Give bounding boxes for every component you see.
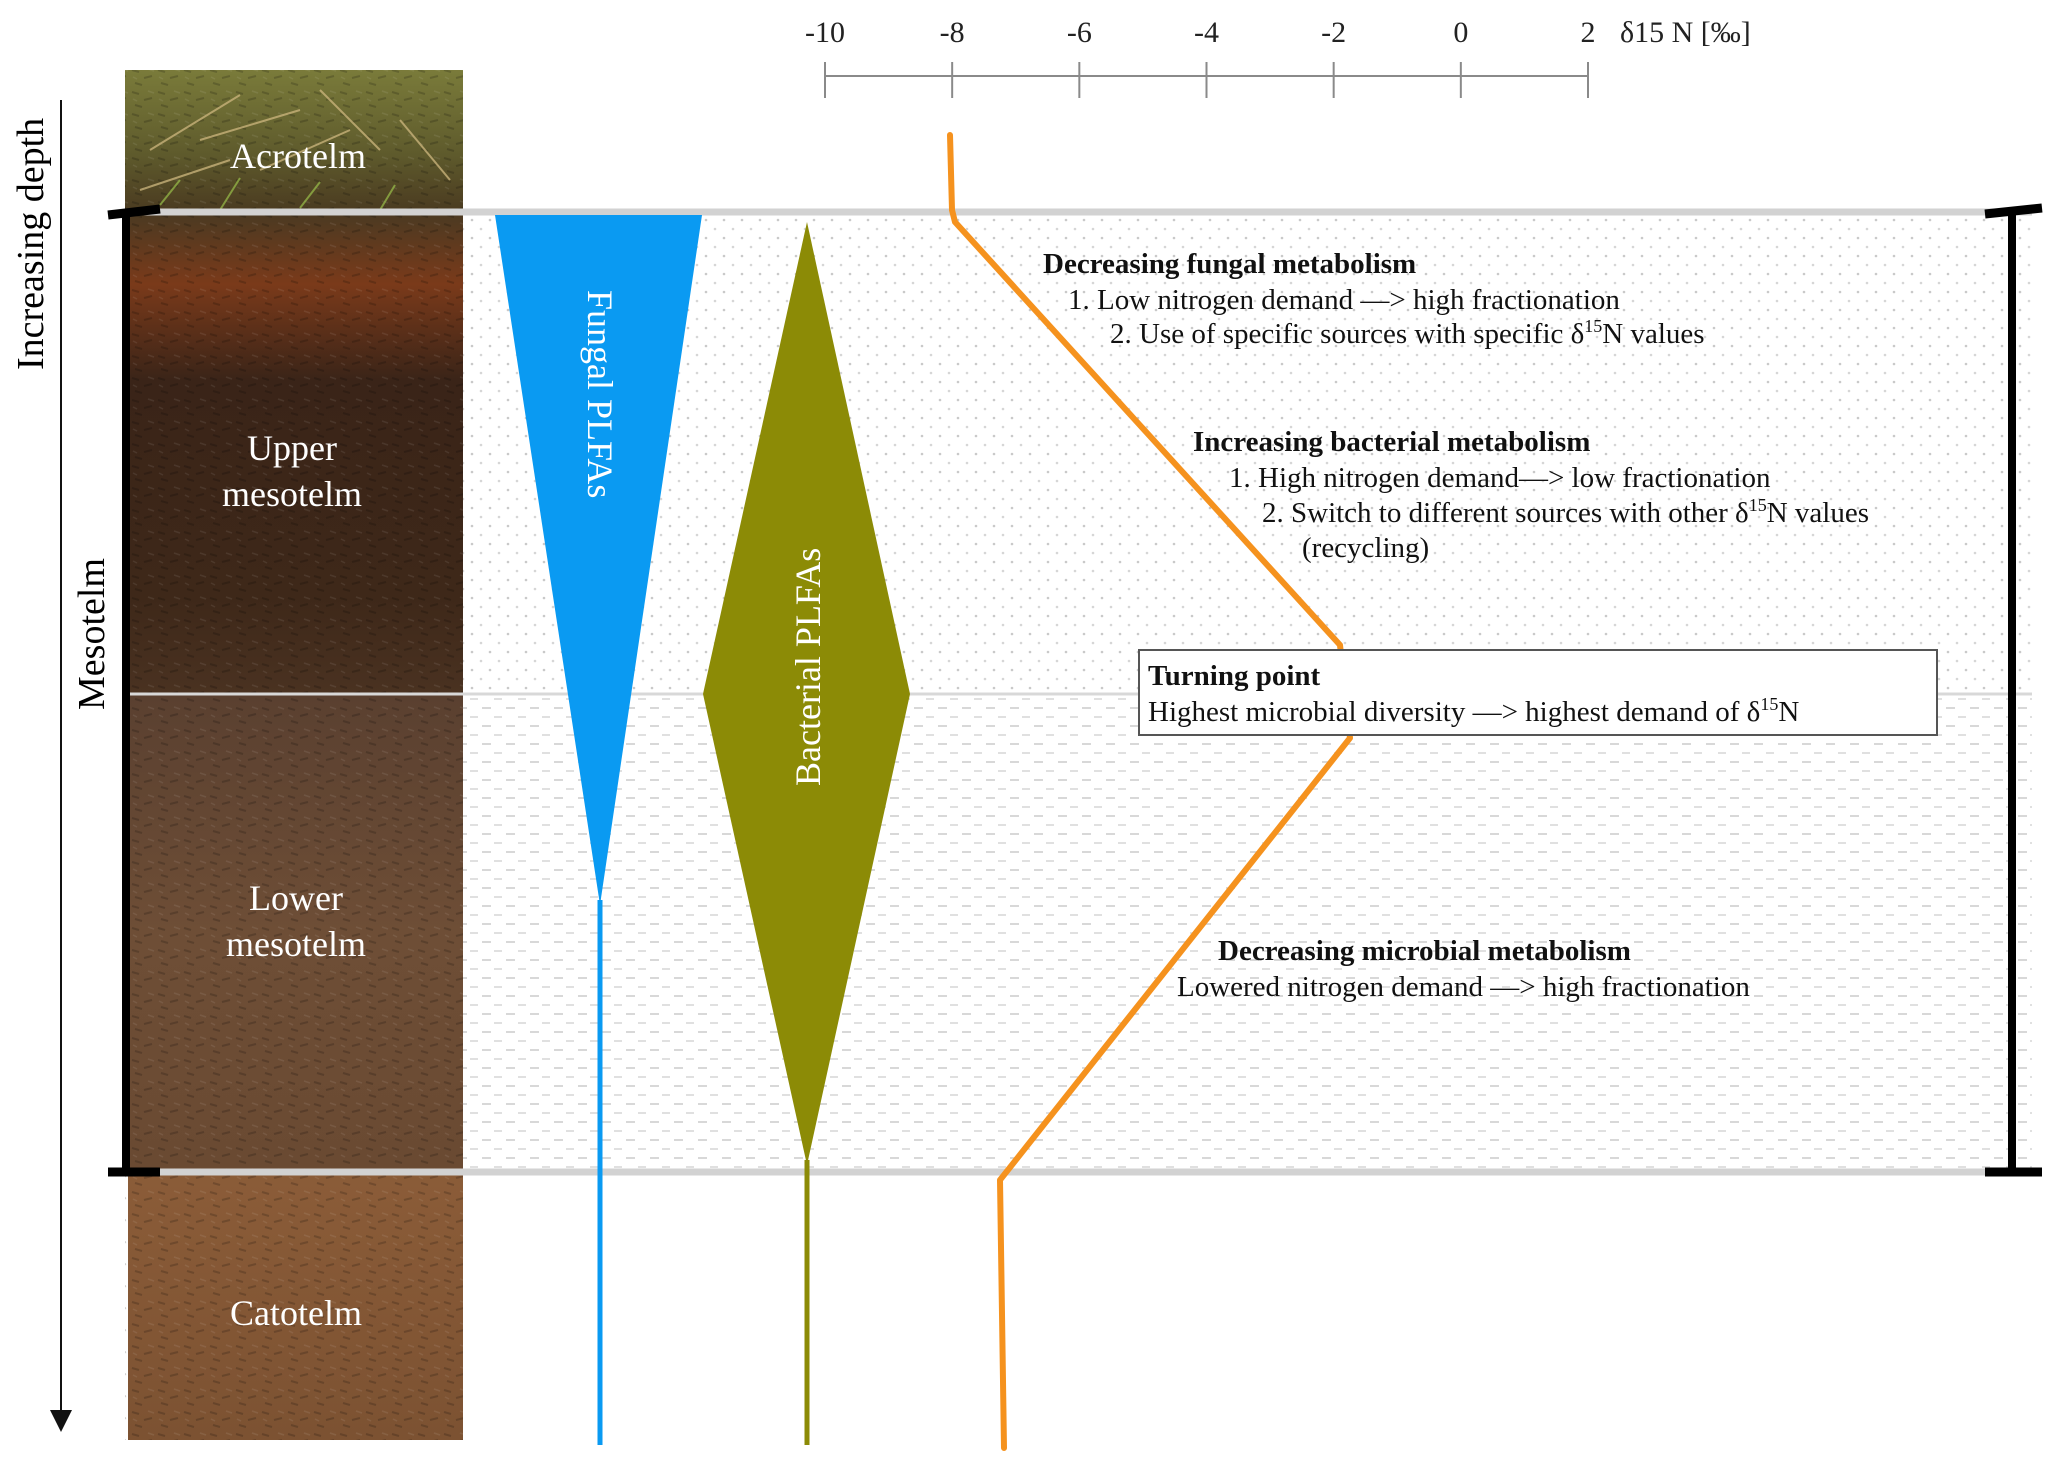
layer-label-lower-2: mesotelm xyxy=(226,924,366,964)
bacterial-annotation-line3: (recycling) xyxy=(1302,532,1429,564)
turning-point-box: Turning point Highest microbial diversit… xyxy=(1138,649,1938,736)
fungal-annotation-line2: 2. Use of specific sources with specific… xyxy=(1110,316,1705,350)
layer-label-upper-2: mesotelm xyxy=(222,474,362,514)
axis-tick-label: -10 xyxy=(805,16,845,49)
layer-label-upper-1: Upper xyxy=(247,428,337,468)
mesotelm-bracket-left xyxy=(107,204,161,1177)
fungal-plfa-label: Fungal PLFAs xyxy=(580,290,620,498)
bacterial-plfa-label: Bacterial PLFAs xyxy=(788,548,828,786)
turning-end: N xyxy=(1778,696,1799,728)
fungal-annotation-line1: 1. Low nitrogen demand —> high fractiona… xyxy=(1068,284,1620,316)
bacterial-annotation-line1: 1. High nitrogen demand—> low fractionat… xyxy=(1229,462,1771,494)
bacterial-plfa-diamond xyxy=(703,222,910,1165)
bacterial-annotation-line2: 2. Switch to different sources with othe… xyxy=(1262,495,1869,529)
fungal-line2-sup: 15 xyxy=(1584,316,1602,336)
fungal-line2-text: 2. Use of specific sources with specific… xyxy=(1110,318,1584,350)
axis-ticks: -10 -8 -6 -4 -2 0 2 xyxy=(805,16,1596,98)
fungal-annotation-title: Decreasing fungal metabolism xyxy=(1043,248,1416,280)
microbial-annotation-line1: Lowered nitrogen demand —> high fraction… xyxy=(1177,971,1750,1003)
bacterial-line2-text: 2. Switch to different sources with othe… xyxy=(1262,497,1749,529)
bacterial-annotation-title: Increasing bacterial metabolism xyxy=(1193,426,1590,458)
delta15n-profile-line xyxy=(947,132,1353,1451)
depth-label: Increasing depth xyxy=(10,118,52,370)
turning-point-text: Highest microbial diversity —> highest d… xyxy=(1148,694,1799,728)
depth-arrow-head xyxy=(50,1410,72,1432)
turning-sup: 15 xyxy=(1760,694,1778,714)
axis-tick-label: 0 xyxy=(1453,16,1468,49)
axis-tick-label: -8 xyxy=(940,16,965,49)
delta15n-axis: -10 -8 -6 -4 -2 0 2 δ15 N [‰] xyxy=(805,16,1751,98)
turning-text: Highest microbial diversity —> highest d… xyxy=(1148,696,1760,728)
mesotelm-bracket-right xyxy=(1984,203,2043,1177)
axis-tick-label: -4 xyxy=(1194,16,1219,49)
turning-point-title: Turning point xyxy=(1148,660,1321,692)
layer-label-lower-1: Lower xyxy=(249,878,343,918)
mesotelm-label: Mesotelm xyxy=(71,558,113,710)
straw-marks xyxy=(139,89,451,191)
layer-label-catotelm: Catotelm xyxy=(230,1293,362,1333)
bacterial-line2-sup: 15 xyxy=(1749,495,1767,515)
fungal-plfa-wedge xyxy=(495,215,702,905)
fungal-line2-end: N values xyxy=(1602,318,1704,350)
axis-tick-label: -6 xyxy=(1067,16,1092,49)
soil-core xyxy=(125,70,463,1440)
axis-unit-label: δ15 N [‰] xyxy=(1620,16,1751,49)
microbial-annotation-title: Decreasing microbial metabolism xyxy=(1218,935,1631,967)
axis-tick-label: 2 xyxy=(1581,16,1596,49)
moss-marks xyxy=(159,177,396,211)
axis-tick-label: -2 xyxy=(1321,16,1346,49)
bacterial-line2-end: N values xyxy=(1767,497,1869,529)
layer-label-acrotelm: Acrotelm xyxy=(230,136,366,176)
